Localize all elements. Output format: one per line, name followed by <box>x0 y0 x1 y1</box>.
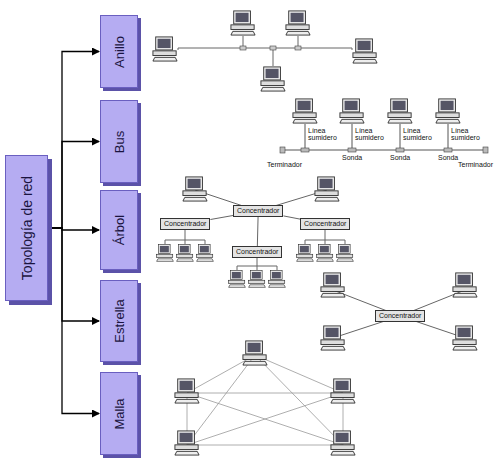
category-box: Árbol <box>100 190 138 270</box>
computer-icon <box>231 11 255 35</box>
part-label: Línea sumidero <box>403 127 437 141</box>
computer-icon <box>317 245 334 262</box>
computer-icon <box>261 67 285 91</box>
computer-icon <box>297 245 314 262</box>
part-label: Línea sumidero <box>451 127 485 141</box>
connector <box>210 215 233 219</box>
part-label: Sonda <box>390 154 410 161</box>
hub-box: Concentrador <box>232 246 282 258</box>
part-label: Línea sumidero <box>355 127 389 141</box>
mesh-wires <box>187 355 343 445</box>
computer-icon <box>229 271 246 288</box>
computer-icon <box>353 39 377 63</box>
category-box: Bus <box>100 100 138 183</box>
computer-icon <box>157 245 174 262</box>
computer-icon <box>315 177 339 201</box>
node-text: Bus <box>112 130 127 152</box>
tree-wires <box>165 190 345 270</box>
connector <box>257 217 259 246</box>
part-label: Sonda <box>438 154 458 161</box>
node-text: Estrella <box>112 299 127 342</box>
node-text: Árbol <box>112 215 127 245</box>
computer-icon <box>337 245 354 262</box>
node-text: Concentrador <box>237 207 279 214</box>
part-label: Terminador <box>267 161 302 168</box>
node-text: Concentrador <box>236 248 278 255</box>
part-label: Terminador <box>458 161 493 168</box>
computer-icon <box>269 271 286 288</box>
computer-icon <box>249 271 266 288</box>
connector <box>283 216 300 219</box>
category-box: Estrella <box>100 280 138 362</box>
computer-icon <box>321 273 345 297</box>
computer-icon <box>436 99 460 123</box>
hub-box: Concentrador <box>375 310 425 322</box>
computer-icon <box>243 341 267 365</box>
bus-taps <box>280 147 488 153</box>
node-text: Concentrador <box>304 220 346 227</box>
computer-icon <box>175 379 199 403</box>
connector <box>52 228 99 321</box>
computer-icon <box>175 431 199 455</box>
connector <box>52 228 99 414</box>
node-text: Malla <box>112 398 127 429</box>
computer-icon <box>453 326 477 350</box>
connector <box>52 52 99 229</box>
star-wires <box>333 290 465 338</box>
node-text: Concentrador <box>379 312 421 319</box>
computer-icon <box>197 245 214 262</box>
computer-icon <box>153 37 177 61</box>
category-box: Malla <box>100 372 138 455</box>
hub-box: Concentrador <box>300 218 350 230</box>
part-label: Línea sumidero <box>308 127 342 141</box>
node-text: Anillo <box>112 36 127 68</box>
node-text: Topología de red <box>19 176 35 280</box>
computer-icon <box>321 326 345 350</box>
computer-icon <box>331 431 355 455</box>
node-text: Concentrador <box>164 220 206 227</box>
connector <box>52 142 99 229</box>
ring-wires <box>178 36 352 66</box>
computer-icon <box>177 245 194 262</box>
computer-icon <box>286 11 310 35</box>
computer-icon <box>388 99 412 123</box>
computer-icon <box>331 379 355 403</box>
computer-icon <box>183 177 207 201</box>
computer-icon <box>340 99 364 123</box>
part-label: Sonda <box>342 154 362 161</box>
hub-box: Concentrador <box>233 205 283 217</box>
computer-icon <box>293 99 317 123</box>
computer-icon <box>453 273 477 297</box>
bus-wires <box>283 124 485 150</box>
hub-box: Concentrador <box>160 218 210 230</box>
category-box: Anillo <box>100 15 138 88</box>
root-box: Topología de red <box>5 155 48 301</box>
